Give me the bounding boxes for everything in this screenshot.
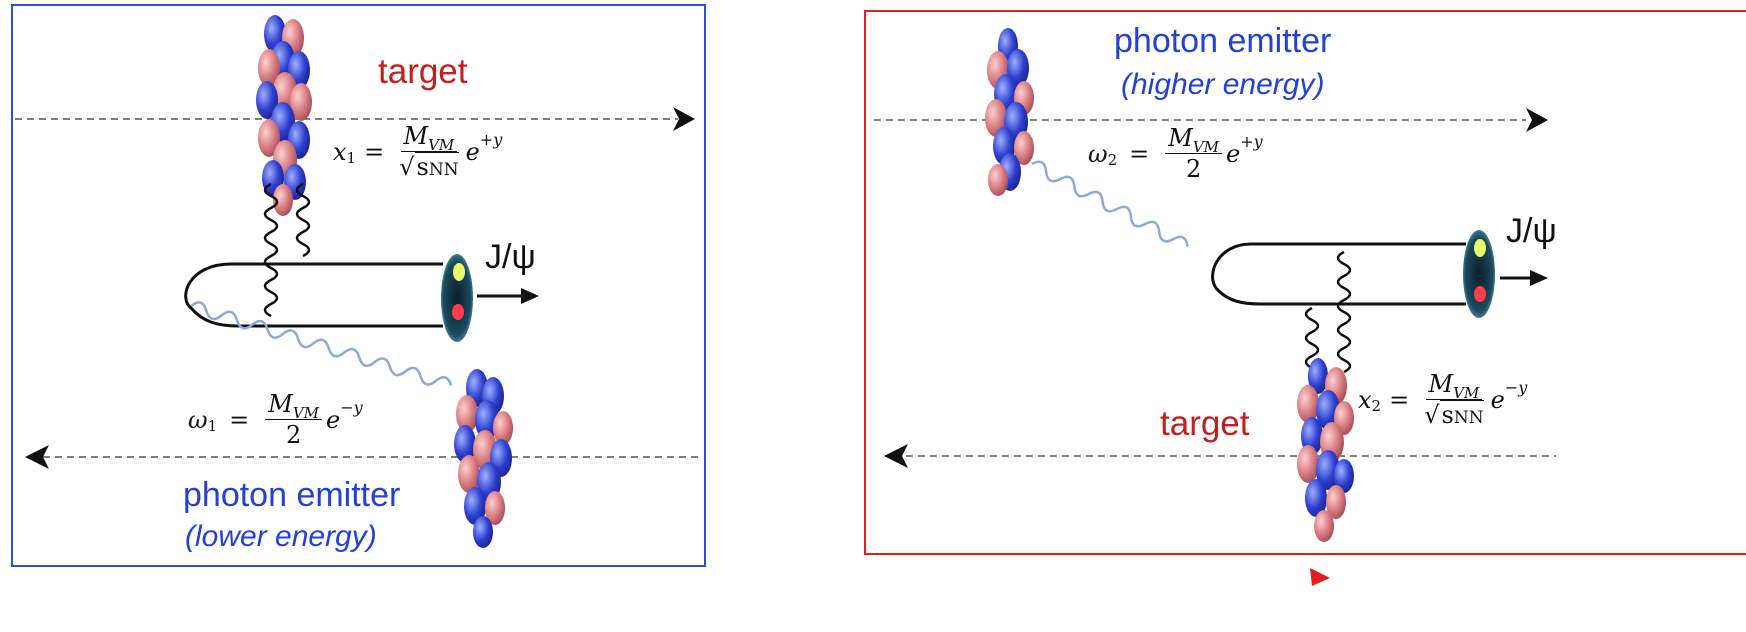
eq-num: M [1168,124,1193,152]
target-label: target [378,52,468,91]
eq-num-sub: VM [1453,384,1480,402]
target-beam-arrowhead [673,107,695,131]
eq-num-sub: VM [428,136,455,154]
eq-num: M [268,390,293,418]
eq-lhs: ω [1088,139,1108,168]
eq-exponent: −y [1504,378,1528,397]
eq-equals: = [1389,385,1410,414]
gluon-line [1304,306,1320,370]
eq-exp-base: e [465,137,480,166]
jpsi-label: J/ψ [1506,212,1557,250]
eq-exponent: +y [479,130,503,149]
jpsi-meson [1463,230,1495,318]
eq-exp-base: e [326,405,341,434]
left-diagram [15,15,703,548]
emitter-nucleus [454,369,513,548]
gluon-line [263,182,279,318]
eq-exp-base: e [1490,385,1505,414]
emitter-sublabel: (lower energy) [185,520,377,553]
jpsi-arrowhead [521,288,539,304]
target-beam-arrowhead [884,444,908,468]
eq-lhs-sub: 1 [346,148,357,167]
red-pointer-arrowhead [1310,568,1330,586]
eq-num-sub: VM [292,404,320,422]
emitter-label: photon emitter [1114,22,1332,60]
emitter-beam-arrowhead [25,445,49,469]
emitter-label: photon emitter [183,476,401,514]
target-nucleus [1297,358,1354,542]
eq-equals: = [1129,139,1150,168]
eq-lhs: x [333,137,347,166]
eq-den-rad: s [416,153,429,181]
emitter-sublabel: (higher energy) [1121,68,1325,101]
gluon-line [1336,250,1352,374]
eq-den-sub: NN [1453,408,1484,428]
right-diagram [874,28,1556,542]
emitter-nucleus [985,28,1034,196]
eq-den: 2 [285,421,302,449]
eq-den-sub: NN [428,160,459,180]
eq-lhs-sub: 2 [1371,396,1382,415]
target-nucleus [256,15,312,216]
eq-exponent: −y [340,398,363,417]
eq-lhs-sub: 2 [1107,150,1118,169]
eq-den-rad: s [1441,401,1454,429]
eq-lhs: ω [188,405,208,434]
eq-exponent: +y [1240,132,1263,151]
eq-exp-base: e [1226,139,1241,168]
jpsi-label: J/ψ [485,238,536,276]
eq-fraction: MVM √sNN [396,122,461,181]
eq-equals: = [229,405,250,434]
eq-num: M [1428,370,1454,398]
eq-sqrt: √ [399,153,415,181]
photon-line [190,301,453,386]
eq-den: 2 [1185,155,1202,183]
eq-fraction: MVM 2 [1165,124,1223,183]
photon-line [1031,160,1189,247]
eq-equals: = [364,137,385,166]
jpsi-arrowhead [1530,270,1548,286]
target-label: target [1160,404,1250,443]
left-panel: target J/ψ photon emitter (lower energy)… [11,4,706,567]
jpsi-meson [441,254,473,342]
eq-sqrt: √ [1424,401,1440,429]
gluon-line [295,182,311,258]
eq-lhs: x [1358,385,1372,414]
eq-fraction: MVM √sNN [1421,370,1486,429]
quark-loop [1211,242,1466,306]
emitter-beam-arrowhead [1526,108,1548,132]
eq-num: M [403,122,429,150]
eq-lhs-sub: 1 [207,416,218,435]
eq-fraction: MVM 2 [265,390,323,449]
eq-num-sub: VM [1192,138,1220,156]
right-panel: photon emitter (higher energy) J/ψ targe… [864,10,1746,555]
quark-loop [184,262,443,328]
